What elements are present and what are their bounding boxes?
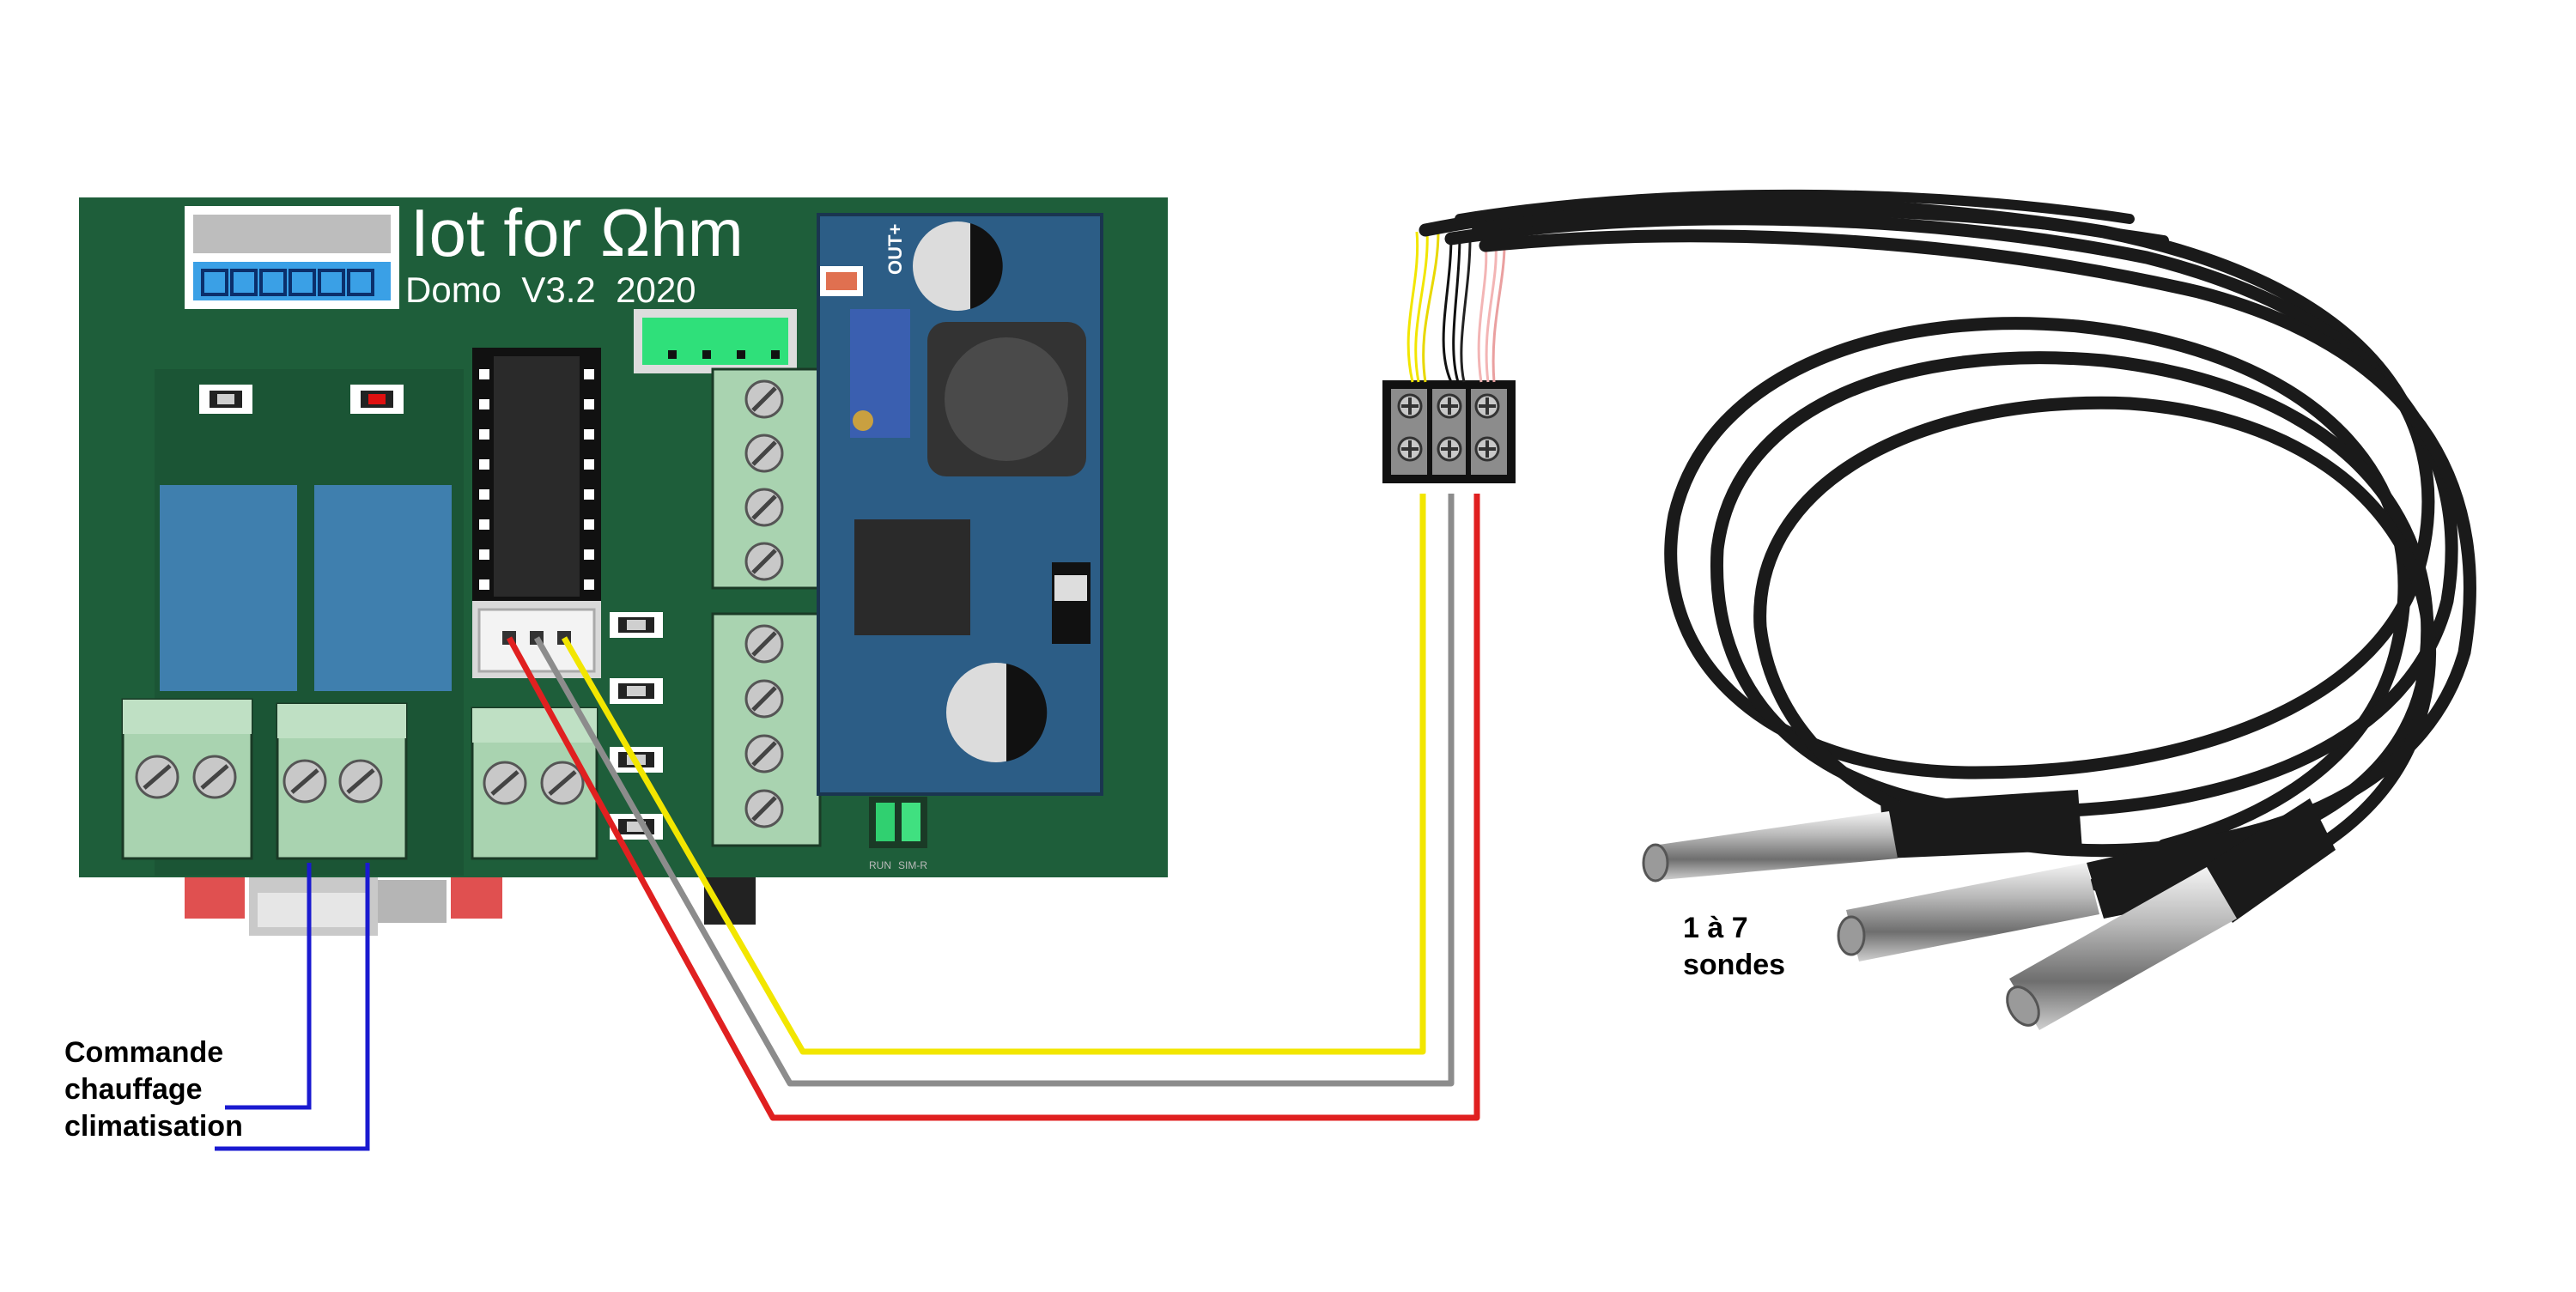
sensor-bus-wires	[506, 494, 1480, 1121]
brand-title: Iot for Ωhm	[410, 195, 744, 270]
power-module: OUT+	[817, 213, 1103, 796]
run-label: RUN	[869, 859, 891, 871]
command-label-line-2: chauffage	[64, 1073, 203, 1106]
probe-leads	[1406, 229, 1506, 383]
wire-blue-1	[225, 863, 312, 1110]
display-module	[185, 206, 399, 309]
probe-head-3	[2006, 798, 2336, 1030]
regulator-chip	[854, 519, 970, 635]
sim-label: SIM-R	[898, 859, 927, 871]
wire-grey	[533, 494, 1455, 1087]
out-plus-label: OUT+	[884, 224, 906, 275]
probe-head-2	[1837, 824, 2275, 961]
probe-heads	[1642, 790, 2336, 1030]
relay-1	[160, 485, 297, 691]
wire-red	[506, 494, 1480, 1121]
controller-board: Iot for Ωhm Domo V3.2 2020	[79, 195, 1168, 936]
relay-terminal-1	[121, 698, 253, 860]
command-label-line-3: climatisation	[64, 1110, 243, 1143]
command-label-line-1: Commande	[64, 1036, 224, 1069]
model-text: Domo V3.2 2020	[405, 270, 696, 310]
terminal-block-upper	[711, 367, 822, 590]
terminal-block-lower	[711, 612, 822, 847]
relay-terminal-2	[276, 702, 408, 860]
wire-blue-2	[215, 863, 370, 1151]
sensors-label-line-1: 1 à 7	[1683, 912, 1748, 944]
pin-header	[634, 309, 797, 373]
command-label: Commande chauffage climatisation	[64, 1034, 243, 1145]
status-leds	[199, 385, 404, 414]
wire-yellow	[561, 494, 1426, 1055]
sensors-label: 1 à 7 sondes	[1683, 910, 1785, 984]
power-terminal	[471, 707, 598, 860]
sensors-label-line-2: sondes	[1683, 949, 1786, 981]
run-leds: RUN SIM-R	[869, 797, 927, 871]
command-wires	[215, 863, 370, 1151]
junction-terminal	[1382, 380, 1516, 483]
relay-2	[314, 485, 452, 691]
probe-head-1	[1642, 790, 2082, 883]
ic-chip	[472, 348, 601, 605]
